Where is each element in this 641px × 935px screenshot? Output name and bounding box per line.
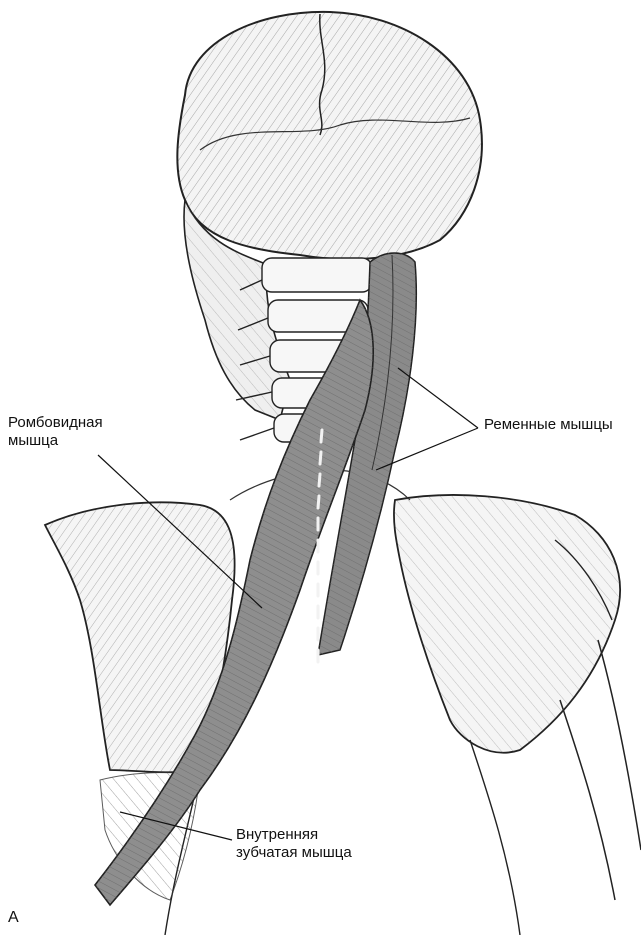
rhomboid-label-line-2: мышца (8, 432, 103, 450)
rhomboid-label: Ромбовидная мышца (8, 414, 103, 450)
serratus-label-line-1: Внутренняя (236, 826, 352, 844)
splenius-leader-upper (398, 368, 478, 428)
right-scapula (394, 495, 620, 753)
splenius-label: Ременные мышцы (484, 416, 613, 434)
serratus-label: Внутренняя зубчатая мышца (236, 826, 352, 862)
serratus-label-line-2: зубчатая мышца (236, 844, 352, 862)
panel-letter: А (8, 909, 19, 927)
rhomboid-label-line-1: Ромбовидная (8, 414, 103, 432)
